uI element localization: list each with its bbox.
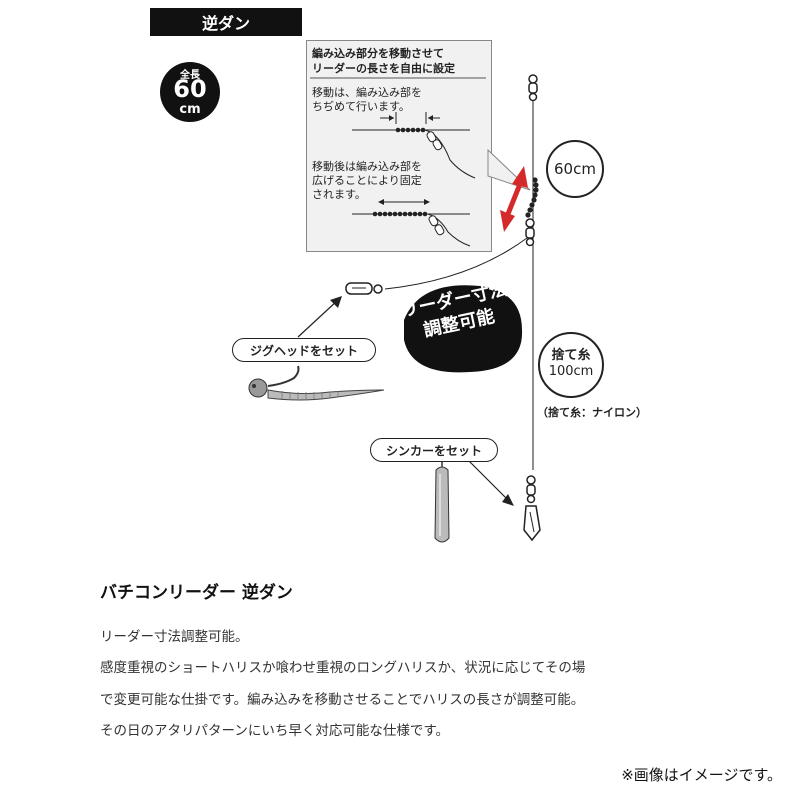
sinker-weight [434, 462, 450, 543]
jighead-worm [248, 365, 385, 401]
product-title: バチコンリーダー 逆ダン [100, 583, 293, 603]
jighead-label: ジグヘッドをセット [232, 338, 376, 362]
panel-step-fix: 移動後は編み込み部を 広げることにより固定 されます。 [312, 160, 422, 201]
braid-on-leader [525, 177, 539, 218]
sinker-pointer [467, 459, 509, 501]
rig-type-tag: 逆ダン [150, 8, 302, 36]
panel-heading: 編み込み部分を移動させて リーダーの長さを自由に設定 [312, 47, 455, 75]
total-length-value: 60 [173, 75, 207, 103]
sute-ito-badge: 捨て糸 100cm [538, 332, 604, 398]
adjustable-blob [404, 285, 523, 373]
description-line-3: で変更可能な仕掛です。編み込みを移動させることでハリスの長さが調整可能。 [100, 692, 585, 708]
jighead-snap [345, 282, 383, 295]
leader-length-badge: 60cm [546, 140, 604, 198]
adjustment-explanation-panel [306, 40, 492, 252]
bottom-swivel [526, 475, 536, 504]
top-swivel [528, 74, 538, 102]
total-length-unit: cm [179, 102, 201, 117]
sinker-label: シンカーをセット [370, 438, 498, 462]
braid-expanded-illustration [352, 199, 471, 247]
jighead-pointer [297, 299, 339, 338]
description-line-4: その日のアタリパターンにいち早く対応可能な仕様です。 [100, 723, 449, 739]
adjust-red-arrow [500, 166, 528, 232]
branch-line [384, 237, 528, 290]
total-length-badge: 全長 60 cm [160, 62, 220, 122]
description-line-2: 感度重視のショートハリスか喰わせ重視のロングハリスか、状況に応じてその場 [100, 660, 586, 676]
middle-swivel [525, 218, 535, 247]
total-length-label: 全長 [180, 70, 200, 81]
image-disclaimer: ※画像はイメージです。 [621, 766, 782, 784]
sute-ito-note: （捨て糸：ナイロン） [537, 406, 647, 419]
panel-step-shrink: 移動は、編み込み部を ちぢめて行います。 [312, 86, 422, 113]
sinker-snap [523, 505, 541, 542]
braid-shrunk-illustration [352, 112, 476, 179]
description-line-1: リーダー寸法調整可能。 [100, 629, 249, 645]
